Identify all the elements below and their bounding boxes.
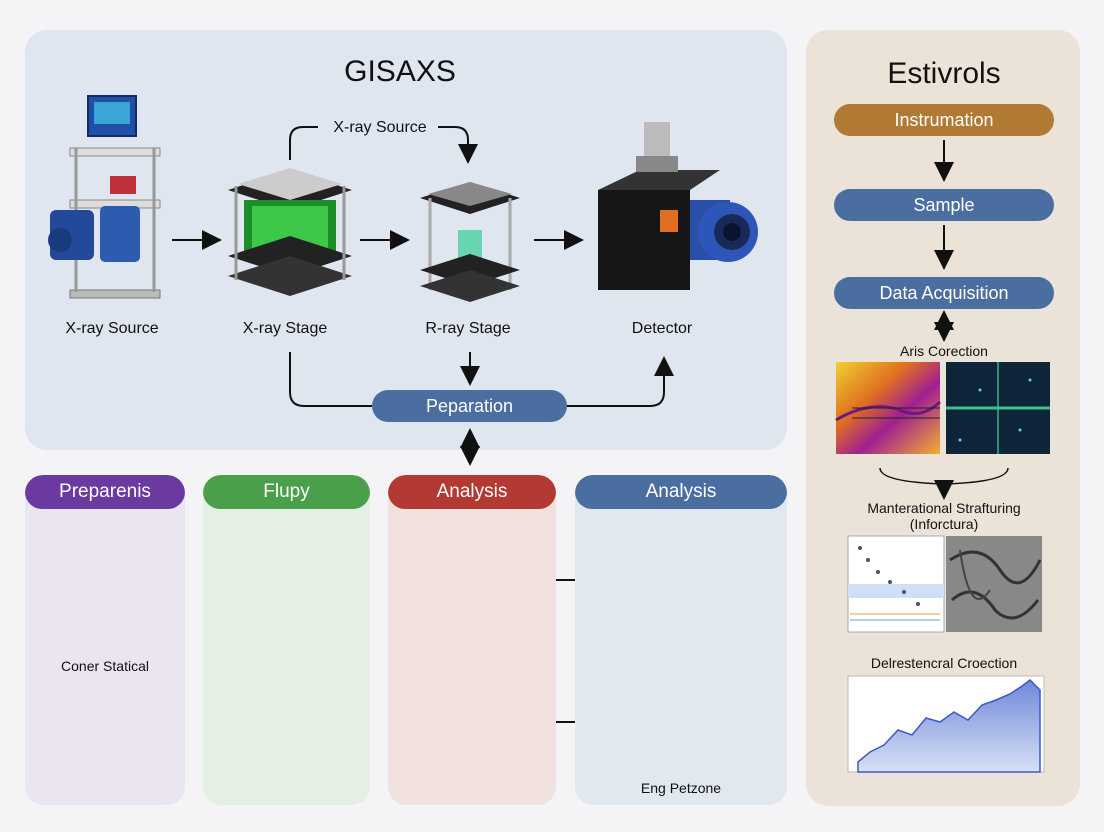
card-analysis-blue: Analysis: [575, 475, 787, 805]
eng-label: Eng Petzone: [640, 780, 722, 796]
card-title: Analysis: [388, 475, 556, 509]
structuring-micrograph: [946, 536, 1042, 632]
structuring-label: Manterational Strafturing: [867, 500, 1021, 516]
xray-stage-illustration: [228, 168, 352, 296]
card-analysis-red: Analysis: [388, 475, 556, 805]
stage-label-detector: Detector: [631, 320, 693, 337]
stage-label-r-ray-stage: R-ray Stage: [425, 320, 511, 337]
stage-label-xray-stage: X-ray Stage: [242, 320, 328, 337]
correction-heatmap-left: [835, 362, 942, 454]
source-caption: X-ray Source: [333, 119, 427, 136]
gisaxs-title: GISAXS: [344, 55, 456, 88]
card-title: Preparenis: [25, 475, 185, 509]
r-ray-stage-illustration: [420, 182, 520, 302]
correction-label: Aris Corection: [900, 343, 988, 359]
structuring-scatter-plot: [847, 535, 945, 633]
card-flupy: Flupy: [203, 475, 370, 805]
delta-area-chart: [847, 675, 1045, 773]
step-instrumation: Instrumation: [834, 104, 1054, 136]
step-sample: Sample: [834, 189, 1054, 221]
xray-source-illustration: [48, 95, 161, 299]
stage-label-xray-source: X-ray Source: [65, 320, 159, 337]
preparation-pill: Peparation: [372, 390, 567, 422]
card-title: Flupy: [203, 475, 370, 509]
correction-heatmap-right: [946, 362, 1050, 454]
card-title: Analysis: [575, 475, 787, 509]
card-preparenis: Preparenis: [25, 475, 185, 805]
detector-illustration: [598, 122, 758, 290]
coner-label: Coner Statical: [61, 658, 149, 674]
delta-label: Delrestencral Croection: [870, 655, 1018, 671]
step-data-acquisition: Data Acquisition: [834, 277, 1054, 309]
workflow-title: Estivrols: [887, 57, 1001, 90]
structuring-sublabel: (Inforctura): [909, 516, 979, 532]
